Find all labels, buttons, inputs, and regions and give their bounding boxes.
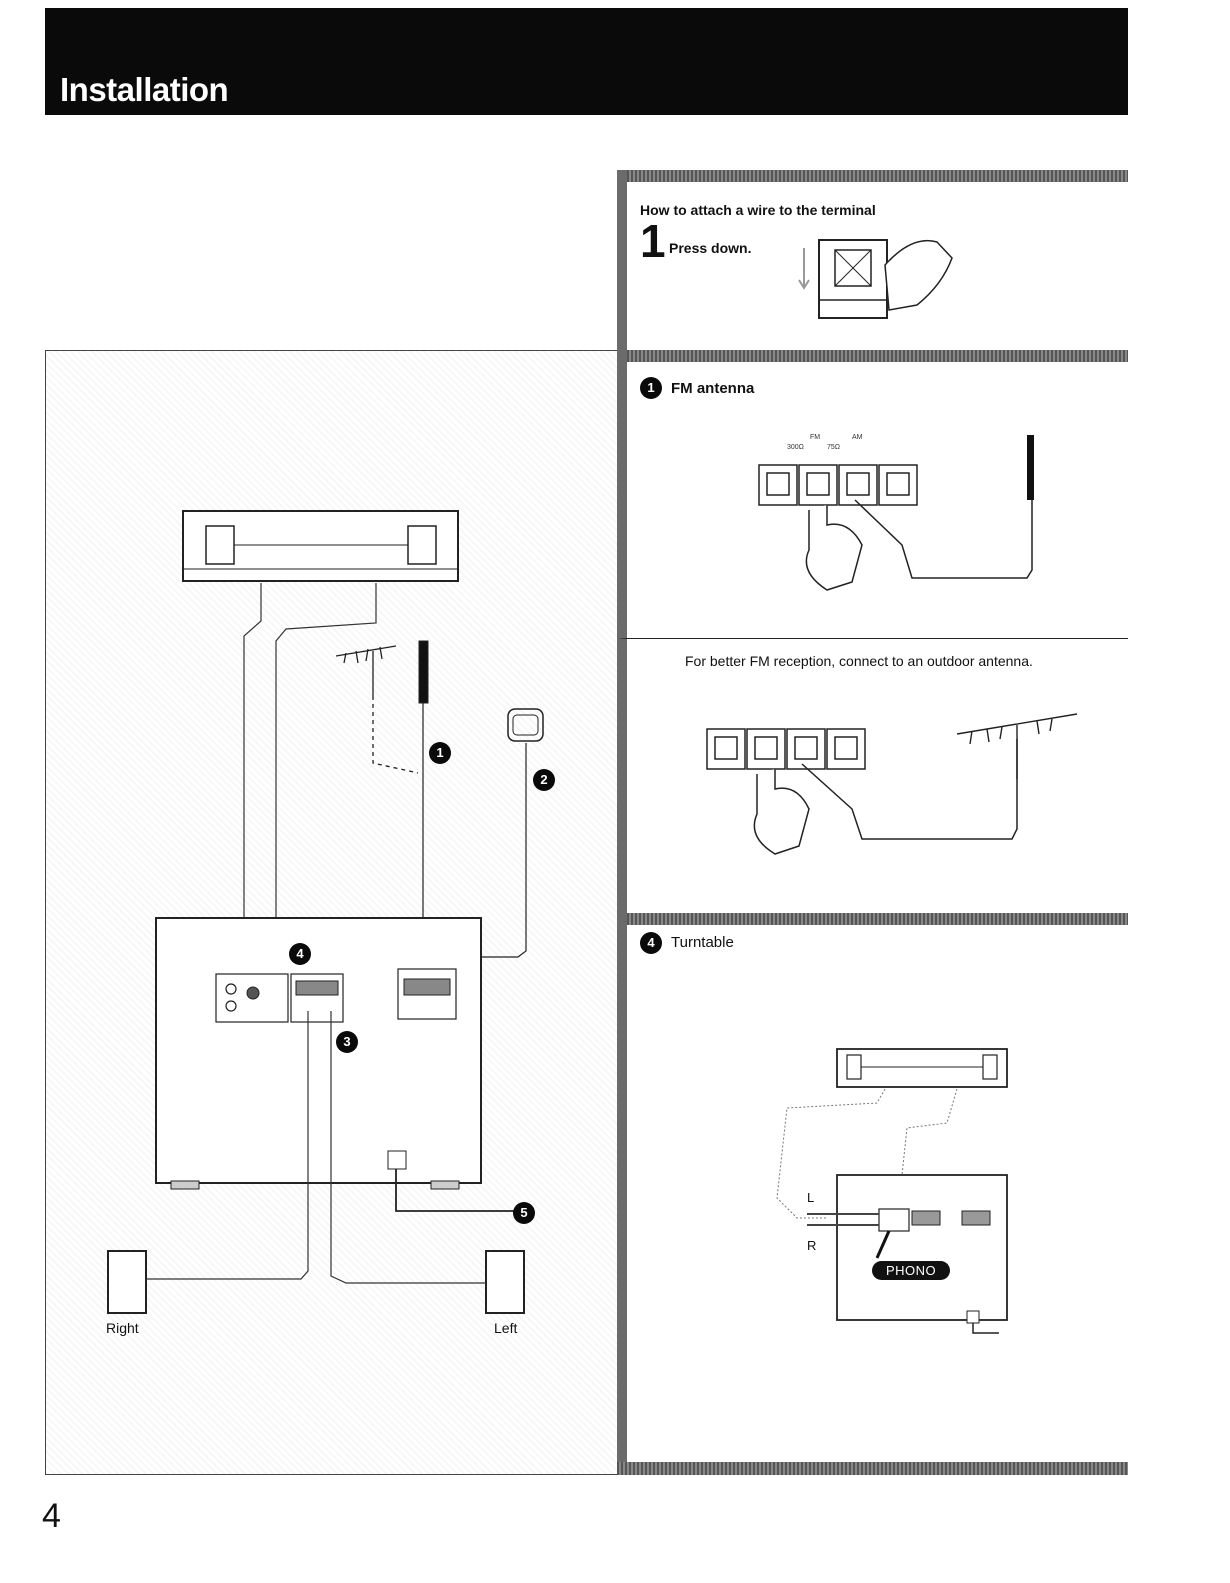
turntable-illustration: [183, 511, 458, 581]
turntable-connection-illustration: [627, 913, 1128, 1475]
left-channel-label: L: [807, 1190, 814, 1205]
page-title: Installation: [60, 71, 228, 109]
bottom-band: [617, 1462, 1128, 1475]
right-column: How to attach a wire to the terminal 1 P…: [617, 170, 1128, 1475]
turntable-panel: 4 Turntable L R PHONO: [617, 913, 1128, 1475]
marker-turntable: 4: [289, 943, 311, 965]
fm-terminal-illustration: [627, 350, 1128, 638]
right-channel-label: R: [807, 1238, 816, 1253]
page-number: 4: [42, 1497, 61, 1536]
fm-antenna-panel: 1 FM antenna FM AM 300Ω 75Ω: [617, 350, 1128, 638]
receiver-unit-illustration: [156, 918, 481, 1189]
marker-speakers: 3: [336, 1031, 358, 1053]
speaker-right-label: Right: [106, 1320, 139, 1336]
marker-ac-cord: 5: [513, 1202, 535, 1224]
main-connection-diagram: 1 2 3 4 5 Right Left: [45, 350, 620, 1475]
speaker-right-illustration: [108, 1251, 146, 1313]
outdoor-antenna-illustration: [627, 639, 1128, 914]
connection-illustration: [46, 351, 621, 1476]
attach-wire-panel: How to attach a wire to the terminal 1 P…: [617, 170, 1128, 350]
speaker-left-illustration: [486, 1251, 524, 1313]
fm-antenna-illustration: [336, 641, 428, 961]
marker-fm-antenna: 1: [429, 742, 451, 764]
outdoor-antenna-panel: For better FM reception, connect to an o…: [617, 638, 1128, 913]
phono-label: PHONO: [872, 1261, 950, 1280]
turntable-cables: [244, 583, 376, 961]
header-bar: Installation: [45, 8, 1128, 115]
speaker-left-label: Left: [494, 1320, 517, 1336]
marker-am-antenna: 2: [533, 769, 555, 791]
press-down-illustration: [627, 170, 1128, 350]
